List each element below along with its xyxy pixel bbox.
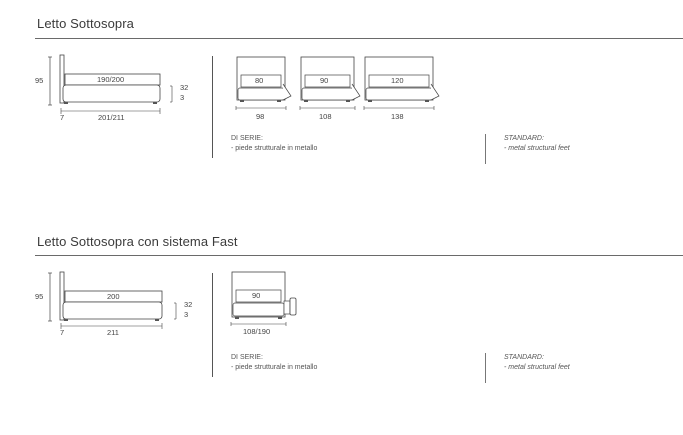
top-outer-label: 108/190 (243, 327, 271, 336)
section-title: Letto Sottosopra con sistema Fast (37, 234, 238, 249)
length-label: 211 (107, 328, 119, 337)
standard-note-en-heading: STANDARD: (504, 354, 544, 361)
top-inner-label: 90 (320, 76, 329, 85)
leg-label: 7 (60, 328, 65, 337)
top-outer-label: 138 (391, 112, 404, 121)
top-inner-label: 120 (391, 76, 404, 85)
bottom-height-label: 3 (180, 93, 185, 102)
side-view-drawing (48, 54, 173, 114)
size-label: 200 (107, 292, 120, 301)
title-rule (35, 255, 683, 256)
height-label: 95 (35, 292, 44, 301)
top-height-label: 32 (184, 300, 193, 309)
section-letto-sottosopra: Letto Sottosopra 95 190/200 32 3 7 201/2… (0, 0, 683, 215)
vertical-separator (212, 273, 213, 377)
notes-separator (485, 353, 486, 383)
vertical-separator (212, 56, 213, 158)
leg-label: 7 (60, 113, 65, 122)
bottom-height-label: 3 (184, 310, 189, 319)
standard-note-en-heading: STANDARD: (504, 135, 544, 142)
side-view-drawing (48, 271, 177, 329)
top-outer-label: 108 (319, 112, 332, 121)
standard-note-it-line: - piede strutturale in metallo (231, 145, 318, 152)
standard-note-it-heading: DI SERIE: (231, 354, 263, 361)
top-view-drawings (230, 271, 297, 326)
standard-note-en-line: - metal structural feet (504, 364, 570, 371)
top-inner-label: 90 (252, 291, 261, 300)
standard-note-it-heading: DI SERIE: (231, 135, 263, 142)
section-letto-sottosopra-fast: Letto Sottosopra con sistema Fast 95 200… (0, 218, 683, 435)
top-outer-label: 98 (256, 112, 265, 121)
height-label: 95 (35, 76, 44, 85)
section-title: Letto Sottosopra (37, 16, 134, 31)
top-view-drawings (235, 56, 440, 110)
standard-note-en-line: - metal structural feet (504, 145, 570, 152)
length-label: 201/211 (98, 113, 125, 122)
title-rule (35, 38, 683, 39)
notes-separator (485, 134, 486, 164)
size-label: 190/200 (97, 75, 125, 84)
top-inner-label: 80 (255, 76, 264, 85)
top-height-label: 32 (180, 83, 189, 92)
standard-note-it-line: - piede strutturale in metallo (231, 364, 318, 371)
